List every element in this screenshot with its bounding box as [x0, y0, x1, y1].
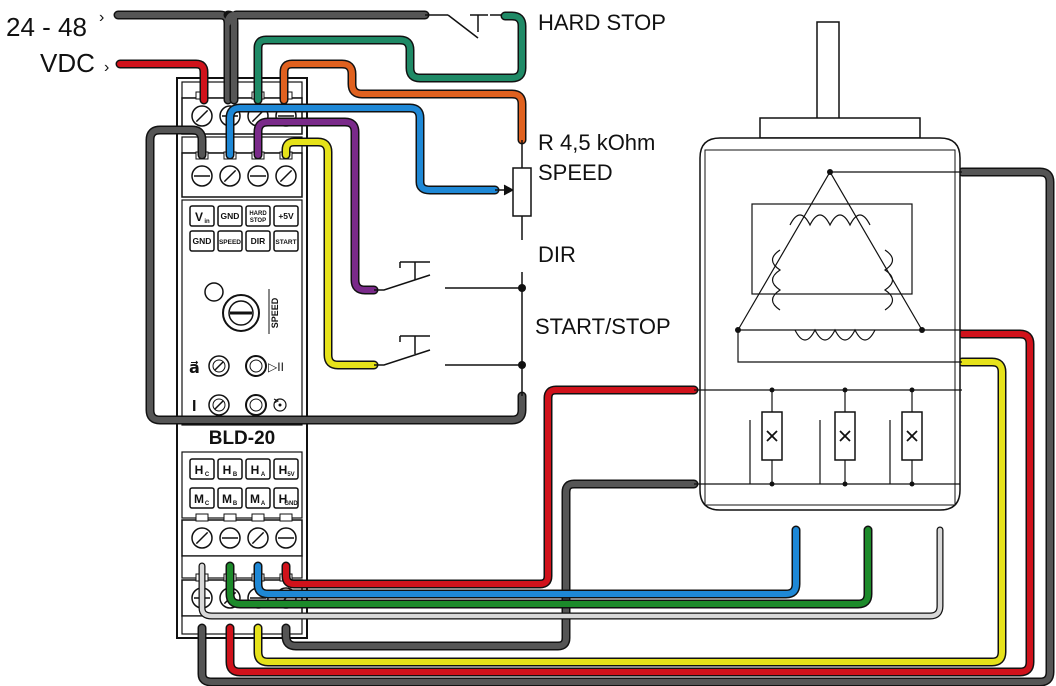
svg-text:H: H	[223, 463, 232, 477]
terminal-label: DIR	[245, 230, 271, 252]
svg-text:M: M	[222, 492, 232, 506]
terminal-label: +5V	[273, 205, 299, 227]
screw-terminal[interactable]	[275, 165, 297, 187]
direction-button[interactable]	[245, 394, 267, 416]
svg-text:+5V: +5V	[278, 211, 294, 221]
hall-sensors	[761, 387, 923, 487]
potentiometer	[512, 140, 532, 396]
supply-arrow-bottom: ›	[104, 59, 109, 76]
svg-text:H: H	[279, 463, 288, 477]
screw-terminal[interactable]	[275, 527, 297, 549]
svg-text:H: H	[251, 463, 260, 477]
svg-text:DIR: DIR	[251, 236, 266, 246]
svg-text:B: B	[233, 501, 238, 507]
led-indicator	[204, 282, 224, 302]
svg-text:GND: GND	[193, 236, 212, 246]
svg-text:SPEED: SPEED	[219, 239, 241, 246]
speed-knob-label: SPEED	[270, 297, 280, 328]
current-label: I	[192, 398, 196, 415]
svg-text:GND: GND	[284, 501, 298, 507]
dir-label: DIR	[538, 242, 576, 267]
play-pause-icon: ▷II	[268, 360, 284, 374]
svg-text:in: in	[204, 219, 210, 225]
hall-sensor	[761, 387, 783, 487]
terminal-label: START	[273, 230, 299, 252]
svg-text:M: M	[250, 492, 260, 506]
current-trimmer[interactable]	[208, 394, 230, 416]
svg-text:H: H	[279, 492, 288, 506]
svg-text:C: C	[205, 501, 210, 507]
model-label: BLD-20	[209, 428, 276, 449]
svg-text:M: M	[194, 492, 204, 506]
svg-text:H: H	[195, 463, 204, 477]
accel-trimmer[interactable]	[208, 355, 230, 377]
svg-text:STOP: STOP	[250, 218, 266, 224]
wires	[113, 10, 1055, 686]
accel-label: a⃗	[189, 360, 200, 377]
svg-text:B: B	[233, 472, 238, 478]
start-stop-switch	[374, 335, 522, 366]
supply-arrow-top: ›	[99, 9, 104, 26]
screw-terminal[interactable]	[247, 165, 269, 187]
terminal-label: GND	[189, 230, 215, 252]
svg-text:A: A	[261, 472, 266, 478]
dir-switch	[374, 261, 522, 291]
supply-unit-label: VDC	[40, 48, 95, 78]
hall-sensor	[901, 387, 923, 487]
speed-label: SPEED	[538, 160, 613, 185]
screw-terminal[interactable]	[247, 527, 269, 549]
hall-sensor	[834, 387, 856, 487]
rotate-icon	[273, 398, 287, 412]
resistor-value-label: R 4,5 kOhm	[538, 130, 655, 155]
controller-bld20	[176, 77, 308, 639]
svg-text:GND: GND	[221, 211, 240, 221]
start-stop-label: START/STOP	[535, 314, 671, 339]
terminal-label: SPEED	[217, 230, 243, 252]
screw-terminal[interactable]	[191, 105, 213, 127]
screw-terminal[interactable]	[191, 527, 213, 549]
run-pause-button[interactable]	[245, 355, 267, 377]
control-panel: SPEED a⃗ ▷II I BLD-20	[189, 282, 287, 449]
terminal-label: GND	[217, 205, 243, 227]
svg-text:START: START	[275, 239, 296, 246]
screw-terminal[interactable]	[191, 165, 213, 187]
screw-terminal[interactable]	[219, 527, 241, 549]
screw-terminal[interactable]	[219, 165, 241, 187]
svg-text:5V: 5V	[287, 472, 294, 478]
svg-text:HARD: HARD	[249, 211, 267, 217]
svg-text:V: V	[195, 210, 203, 224]
speed-knob[interactable]	[222, 294, 260, 332]
hard-stop-label: HARD STOP	[538, 10, 666, 35]
supply-voltage-label: 24 - 48	[6, 12, 87, 42]
svg-text:A: A	[261, 501, 266, 507]
svg-text:C: C	[205, 472, 210, 478]
